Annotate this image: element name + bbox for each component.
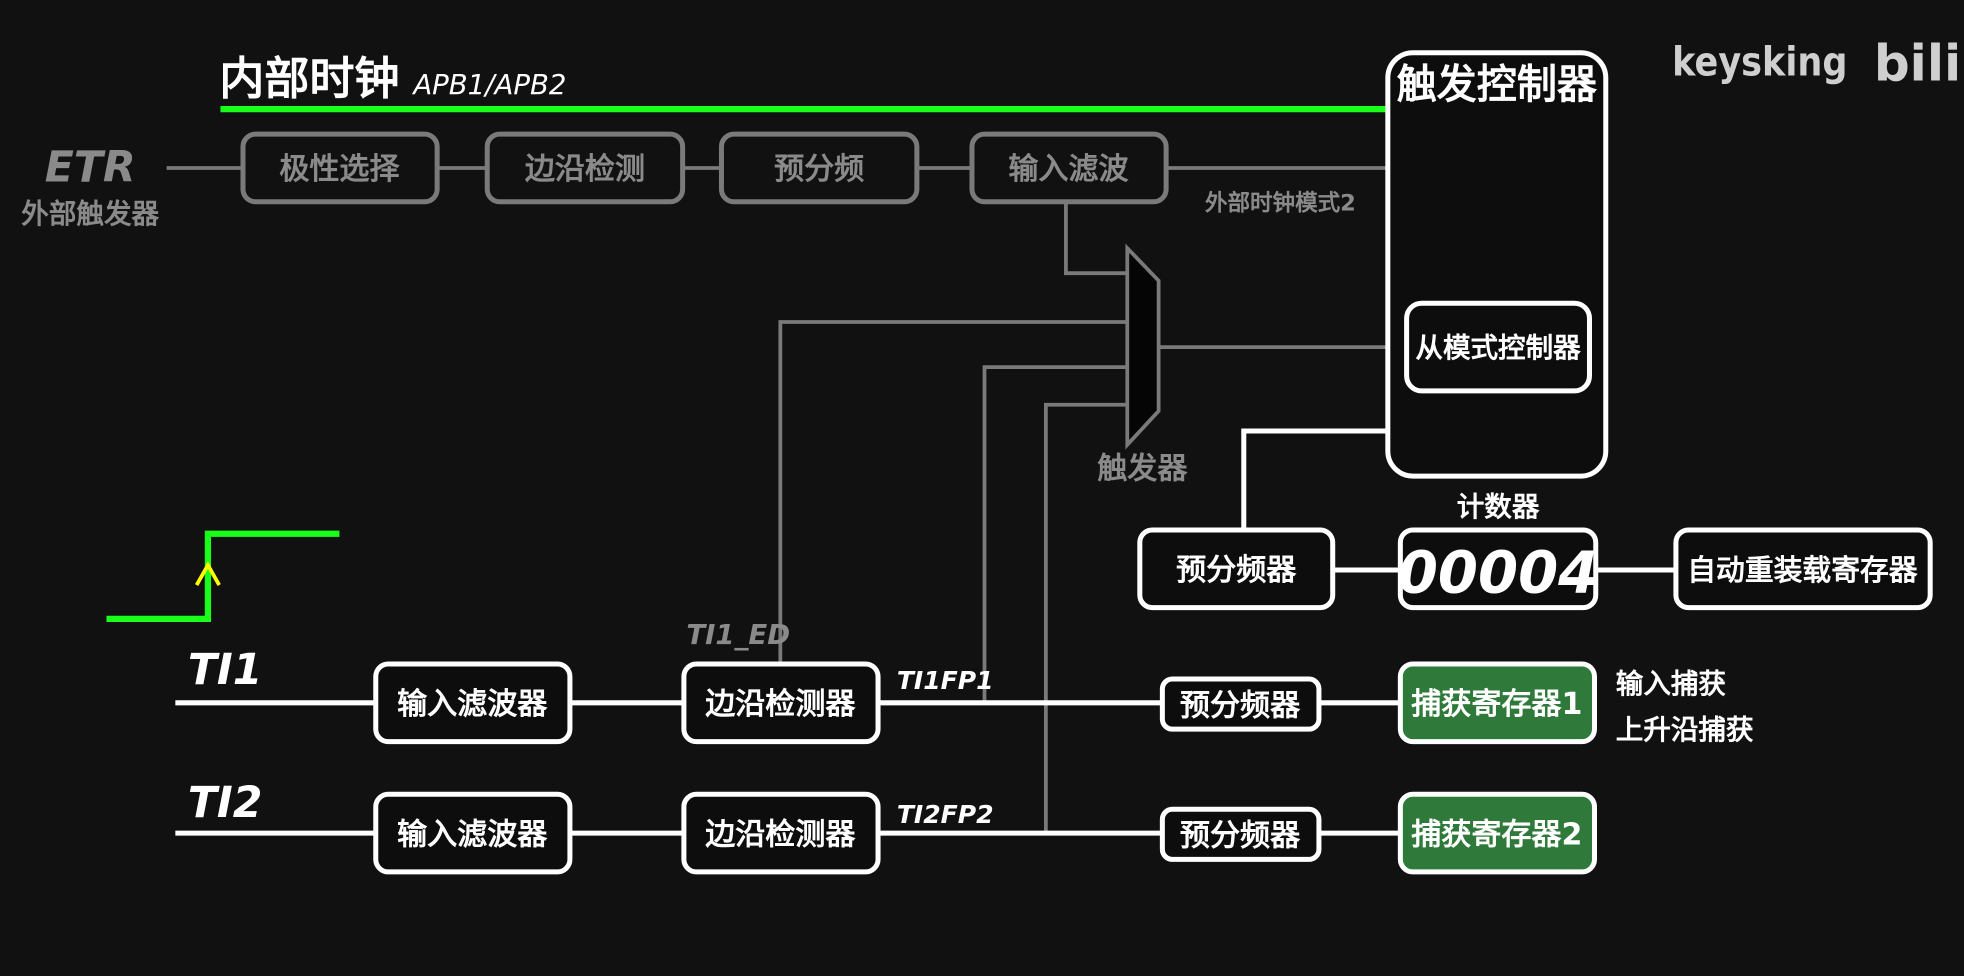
svg-text:边沿检测: 边沿检测 (525, 152, 645, 187)
ti1ed-to-mux-line (778, 320, 1128, 664)
ti2fp2-to-mux-line (1044, 402, 1128, 834)
ti1-prescaler: 预分频器 (1159, 676, 1322, 732)
ti1-input-filter: 输入滤波器 (373, 661, 573, 745)
controller-to-prescaler-line (1241, 428, 1388, 530)
capture-note-line1: 输入捕获 (1616, 668, 1727, 700)
counter-value: 00004 (1398, 540, 1598, 607)
trigger-controller-box (1385, 50, 1609, 479)
ti2fp2-label: TI2FP2 (897, 800, 994, 829)
ti2-input-filter: 输入滤波器 (373, 791, 573, 875)
rising-edge-waveform (106, 530, 340, 623)
internal-clock-subtitle: APB1/APB2 (411, 69, 566, 101)
svg-text:捕获寄存器1: 捕获寄存器1 (1411, 687, 1582, 722)
counter-box: 00004 (1398, 527, 1598, 611)
capture-register-2: 捕获寄存器2 (1397, 791, 1598, 875)
capture-note-line2: 上升沿捕获 (1616, 714, 1754, 746)
trigger-mux-label: 触发器 (1097, 452, 1188, 487)
svg-text:输入滤波器: 输入滤波器 (397, 817, 548, 852)
svg-text:极性选择: 极性选择 (279, 152, 400, 187)
bilibili-logo: bili (1874, 33, 1961, 92)
brand-logo: keysking (1672, 39, 1847, 85)
svg-text:从模式控制器: 从模式控制器 (1415, 332, 1581, 364)
etr-sublabel: 外部触发器 (21, 198, 159, 230)
svg-text:自动重装载寄存器: 自动重装载寄存器 (1687, 553, 1919, 587)
ti1-edge-detector: 边沿检测器 (681, 661, 881, 745)
svg-text:预分频: 预分频 (774, 152, 864, 187)
etr-to-mux-line (1064, 201, 1128, 276)
ti2-edge-detector: 边沿检测器 (681, 791, 881, 875)
svg-text:捕获寄存器2: 捕获寄存器2 (1411, 817, 1582, 852)
slave-mode-controller: 从模式控制器 (1404, 300, 1592, 394)
trigger-controller-title: 触发控制器 (1397, 62, 1598, 108)
svg-text:边沿检测器: 边沿检测器 (705, 687, 856, 722)
external-clock-mode2-label: 外部时钟模式2 (1205, 190, 1356, 217)
svg-text:预分频器: 预分频器 (1180, 819, 1301, 854)
internal-clock-title: 内部时钟 (219, 52, 399, 105)
ti1-ed-label: TI1_ED (686, 619, 790, 651)
ti2-prescaler: 预分频器 (1159, 806, 1322, 862)
ti1fp1-to-mux-line (982, 365, 1128, 703)
svg-text:预分频器: 预分频器 (1180, 688, 1301, 723)
etr-block-input-filter: 输入滤波 (969, 131, 1169, 205)
capture-register-1: 捕获寄存器1 (1397, 661, 1598, 745)
svg-text:输入滤波器: 输入滤波器 (397, 687, 548, 722)
rising-edge-arrow-icon (195, 561, 221, 586)
etr-block-prescaler: 预分频 (718, 131, 920, 205)
etr-block-polarity: 极性选择 (240, 131, 440, 205)
svg-text:预分频器: 预分频器 (1176, 553, 1297, 588)
svg-text:输入滤波: 输入滤波 (1008, 152, 1129, 187)
ti1fp1-label: TI1FP1 (897, 666, 994, 695)
etr-block-edge-detect: 边沿检测 (484, 131, 686, 205)
counter-label: 计数器 (1457, 491, 1540, 523)
counter-prescaler: 预分频器 (1137, 527, 1336, 611)
ti1-label: TI1 (188, 645, 263, 695)
ti2-label: TI2 (188, 778, 263, 828)
auto-reload-register: 自动重装载寄存器 (1673, 527, 1933, 611)
svg-text:边沿检测器: 边沿检测器 (705, 817, 856, 852)
etr-label: ETR (45, 143, 136, 193)
trigger-mux (1125, 243, 1161, 450)
